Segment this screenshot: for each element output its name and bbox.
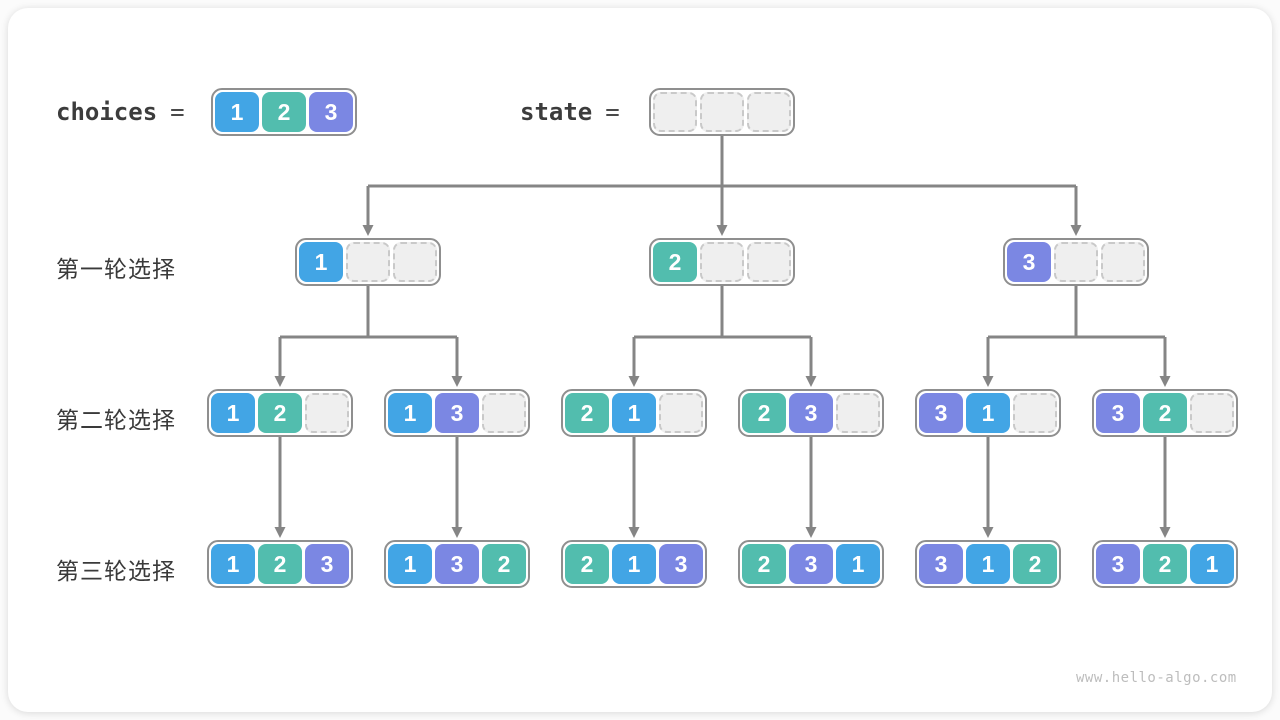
value-cell-2: 2	[565, 544, 609, 584]
value-cell-2: 2	[1013, 544, 1057, 584]
value-cell-3: 3	[789, 393, 833, 433]
value-cell-3: 3	[1096, 544, 1140, 584]
value-cell-2: 2	[262, 92, 306, 132]
value-cell-1: 1	[211, 393, 255, 433]
value-cell-1: 1	[299, 242, 343, 282]
empty-slot	[836, 393, 880, 433]
value-cell-1: 1	[612, 393, 656, 433]
state-equals: =	[605, 98, 620, 126]
choices-keyword: choices	[56, 98, 158, 126]
value-cell-3: 3	[1096, 393, 1140, 433]
empty-slot	[1190, 393, 1234, 433]
value-cell-3: 3	[1007, 242, 1051, 282]
round-label-1: 第一轮选择	[56, 256, 176, 282]
value-cell-3: 3	[919, 544, 963, 584]
value-cell-3: 3	[919, 393, 963, 433]
empty-slot	[346, 242, 390, 282]
value-cell-1: 1	[1190, 544, 1234, 584]
value-cell-2: 2	[742, 393, 786, 433]
value-cell-2: 2	[1143, 393, 1187, 433]
value-cell-2: 2	[1143, 544, 1187, 584]
diagram-card	[8, 8, 1272, 712]
empty-slot	[700, 242, 744, 282]
choices-label: choices =	[56, 88, 185, 136]
value-cell-1: 1	[211, 544, 255, 584]
empty-slot	[305, 393, 349, 433]
empty-slot	[747, 242, 791, 282]
state-keyword: state	[520, 98, 593, 126]
empty-slot	[747, 92, 791, 132]
value-cell-1: 1	[836, 544, 880, 584]
round-label-3: 第三轮选择	[56, 558, 176, 584]
value-cell-3: 3	[435, 544, 479, 584]
round-label-2: 第二轮选择	[56, 407, 176, 433]
state-box	[649, 88, 795, 136]
value-cell-2: 2	[258, 393, 302, 433]
value-cell-1: 1	[215, 92, 259, 132]
choices-equals: =	[170, 98, 185, 126]
value-cell-2: 2	[742, 544, 786, 584]
value-cell-2: 2	[258, 544, 302, 584]
empty-slot	[1101, 242, 1145, 282]
state-box-round1-1: 1	[295, 238, 441, 286]
watermark: www.hello-algo.com	[1076, 670, 1237, 686]
value-cell-1: 1	[388, 544, 432, 584]
state-box-round1-2: 2	[649, 238, 795, 286]
state-box-round1-3: 3	[1003, 238, 1149, 286]
value-cell-1: 1	[388, 393, 432, 433]
value-cell-3: 3	[789, 544, 833, 584]
value-cell-1: 1	[966, 544, 1010, 584]
empty-slot	[1054, 242, 1098, 282]
value-cell-1: 1	[966, 393, 1010, 433]
value-cell-1: 1	[612, 544, 656, 584]
value-cell-3: 3	[435, 393, 479, 433]
state-label: state =	[520, 88, 620, 136]
empty-slot	[1013, 393, 1057, 433]
value-cell-3: 3	[309, 92, 353, 132]
empty-slot	[700, 92, 744, 132]
value-cell-2: 2	[653, 242, 697, 282]
empty-slot	[482, 393, 526, 433]
value-cell-2: 2	[565, 393, 609, 433]
value-cell-3: 3	[305, 544, 349, 584]
empty-slot	[393, 242, 437, 282]
value-cell-2: 2	[482, 544, 526, 584]
value-cell-3: 3	[659, 544, 703, 584]
empty-slot	[653, 92, 697, 132]
empty-slot	[659, 393, 703, 433]
